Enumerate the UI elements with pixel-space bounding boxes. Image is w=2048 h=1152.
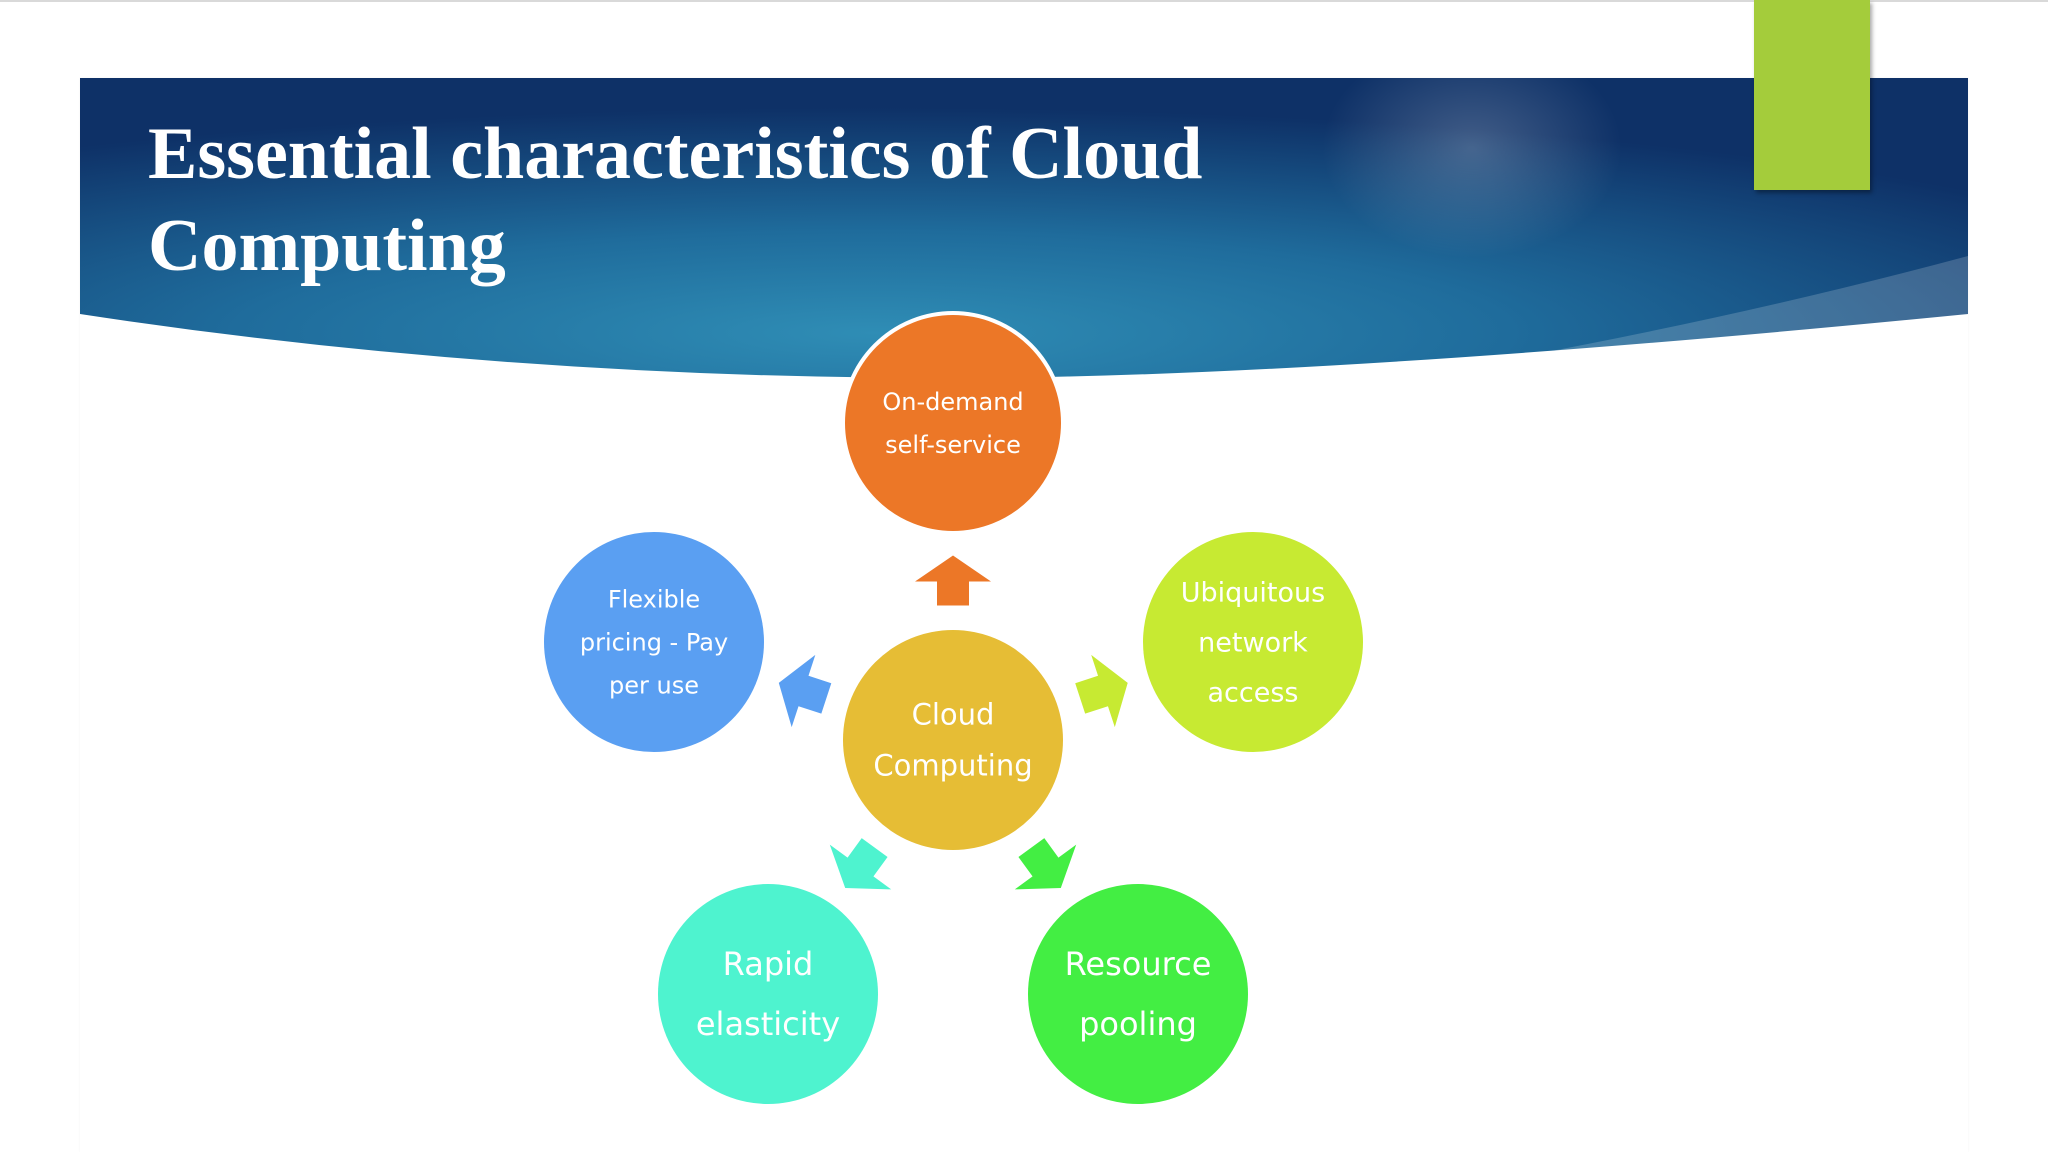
node-resource: Resource pooling (1028, 884, 1248, 1104)
node-label-resource-0: Resource (1065, 945, 1212, 983)
arrow-to-rapid (829, 838, 892, 890)
node-label-flexible-1: pricing - Pay (580, 628, 728, 656)
node-circle-on-demand (841, 311, 1065, 535)
node-circle-rapid (658, 884, 878, 1104)
node-rapid: Rapid elasticity (658, 884, 878, 1104)
banner-swoosh (1400, 256, 1968, 378)
node-label-flexible-2: per use (609, 671, 699, 699)
top-divider (0, 0, 2048, 2)
node-circle-flexible (544, 532, 764, 752)
node-on-demand: On-demand self-service (841, 311, 1065, 535)
node-label-ubiquitous-1: network (1198, 627, 1308, 658)
node-circle-ubiquitous (1143, 532, 1363, 752)
title-line-2: Computing (148, 205, 506, 287)
node-label-center-0: Cloud (912, 698, 995, 732)
node-label-flexible-0: Flexible (608, 585, 700, 613)
arrow-to-on-demand (915, 555, 991, 606)
node-circle-center (843, 630, 1063, 850)
node-ubiquitous: Ubiquitous network access (1143, 532, 1363, 752)
node-label-center-1: Computing (873, 749, 1032, 783)
node-flexible: Flexible pricing - Pay per use (544, 532, 764, 752)
slide-title: Essential characteristics of Cloud Compu… (148, 108, 1348, 292)
node-label-on-demand-1: self-service (885, 431, 1021, 459)
arrow-to-flexible (778, 654, 832, 728)
arrow-to-resource (1014, 838, 1077, 890)
arrows-layer (778, 555, 1128, 890)
node-label-rapid-1: elasticity (696, 1005, 840, 1043)
arrow-to-ubiquitous (1075, 654, 1128, 728)
node-label-ubiquitous-0: Ubiquitous (1181, 577, 1325, 608)
node-label-resource-1: pooling (1079, 1005, 1197, 1043)
node-circle-resource (1028, 884, 1248, 1104)
title-banner (80, 78, 1968, 378)
node-label-on-demand-0: On-demand (882, 388, 1023, 416)
node-label-ubiquitous-2: access (1208, 677, 1299, 708)
node-label-rapid-0: Rapid (723, 945, 814, 983)
accent-tab (1754, 0, 1870, 190)
banner-glow (1322, 78, 1622, 258)
title-line-1: Essential characteristics of Cloud (148, 113, 1203, 195)
